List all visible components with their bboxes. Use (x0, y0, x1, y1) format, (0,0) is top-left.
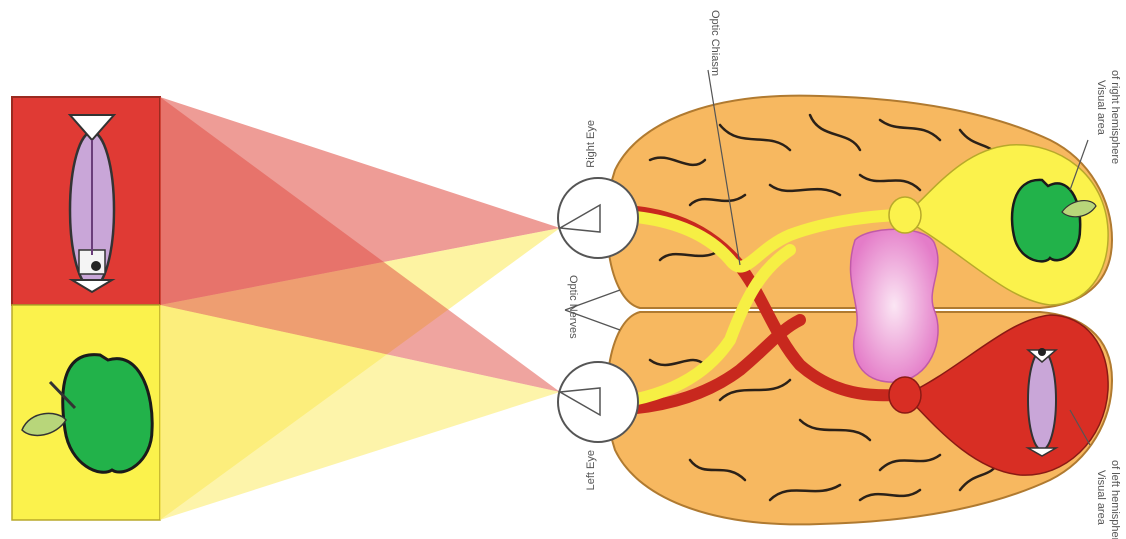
label-optic-chiasm: Optic Chiasm (709, 10, 721, 76)
label-visual-area-right-2: of right hemisphere (1109, 70, 1121, 164)
lgn-node-lower (889, 377, 921, 413)
label-visual-area-right: Visual area (1095, 80, 1107, 136)
thalamus (851, 229, 939, 382)
label-optic-nerves: Optic Nerves (567, 275, 579, 339)
projection-cones (160, 97, 560, 520)
label-left-eye: Left Eye (585, 450, 597, 490)
label-right-eye: Right Eye (585, 120, 597, 168)
label-visual-area-left: Visual area (1095, 470, 1107, 526)
label-visual-area-left-2: of left hemisphere (1109, 460, 1121, 539)
right-eye (558, 178, 638, 258)
lgn-node-upper (889, 197, 921, 233)
left-eye (558, 362, 638, 442)
